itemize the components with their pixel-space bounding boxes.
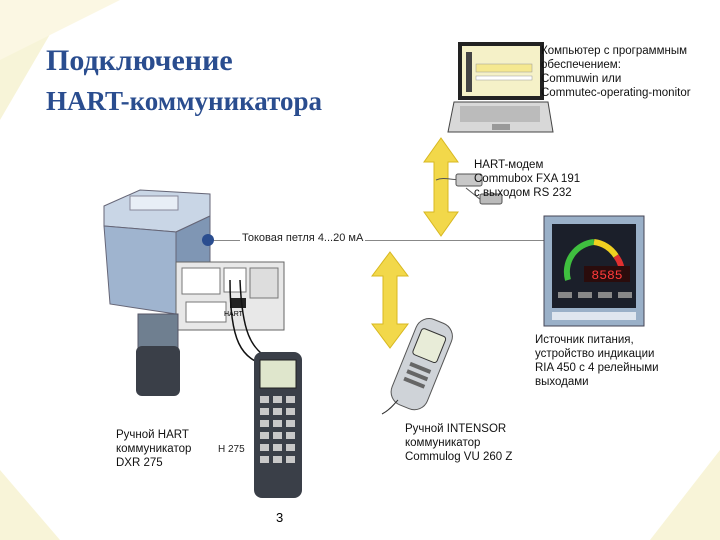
- current-loop-line: [212, 240, 548, 241]
- current-loop-label: Токовая петля 4...20 мА: [240, 232, 366, 244]
- slide-title-line1: Подключение: [46, 44, 233, 77]
- hart-handheld-label: Ручной HART коммуникатор DXR 275: [116, 429, 192, 469]
- hart-modem-icon: [435, 173, 503, 205]
- transmitter-hart-tag: HART: [224, 311, 244, 318]
- hart-handheld-communicator-icon: [254, 352, 302, 498]
- computer-label: Компьютер с программным обеспечением: Co…: [541, 45, 691, 99]
- ria450-readout: 8585: [591, 268, 622, 283]
- slide-title-line2: HART-коммуникатора: [46, 86, 323, 116]
- upper-double-arrow: [423, 137, 459, 237]
- page-number: 3: [276, 510, 284, 525]
- handheld-tag: Н 275: [218, 444, 245, 455]
- intensor-communicator-icon: [381, 318, 453, 415]
- laptop-icon: [447, 42, 554, 133]
- power-supply-label: Источник питания, устройство индикации R…: [535, 334, 659, 388]
- modem-label: HART-модем Commubox FXA 191 с выходом RS…: [474, 159, 581, 199]
- lower-double-arrow: [371, 251, 409, 349]
- intensor-label: Ручной INTENSOR коммуникатор Commulog VU…: [405, 423, 513, 463]
- ria450-display-unit-icon: 8585: [543, 215, 645, 327]
